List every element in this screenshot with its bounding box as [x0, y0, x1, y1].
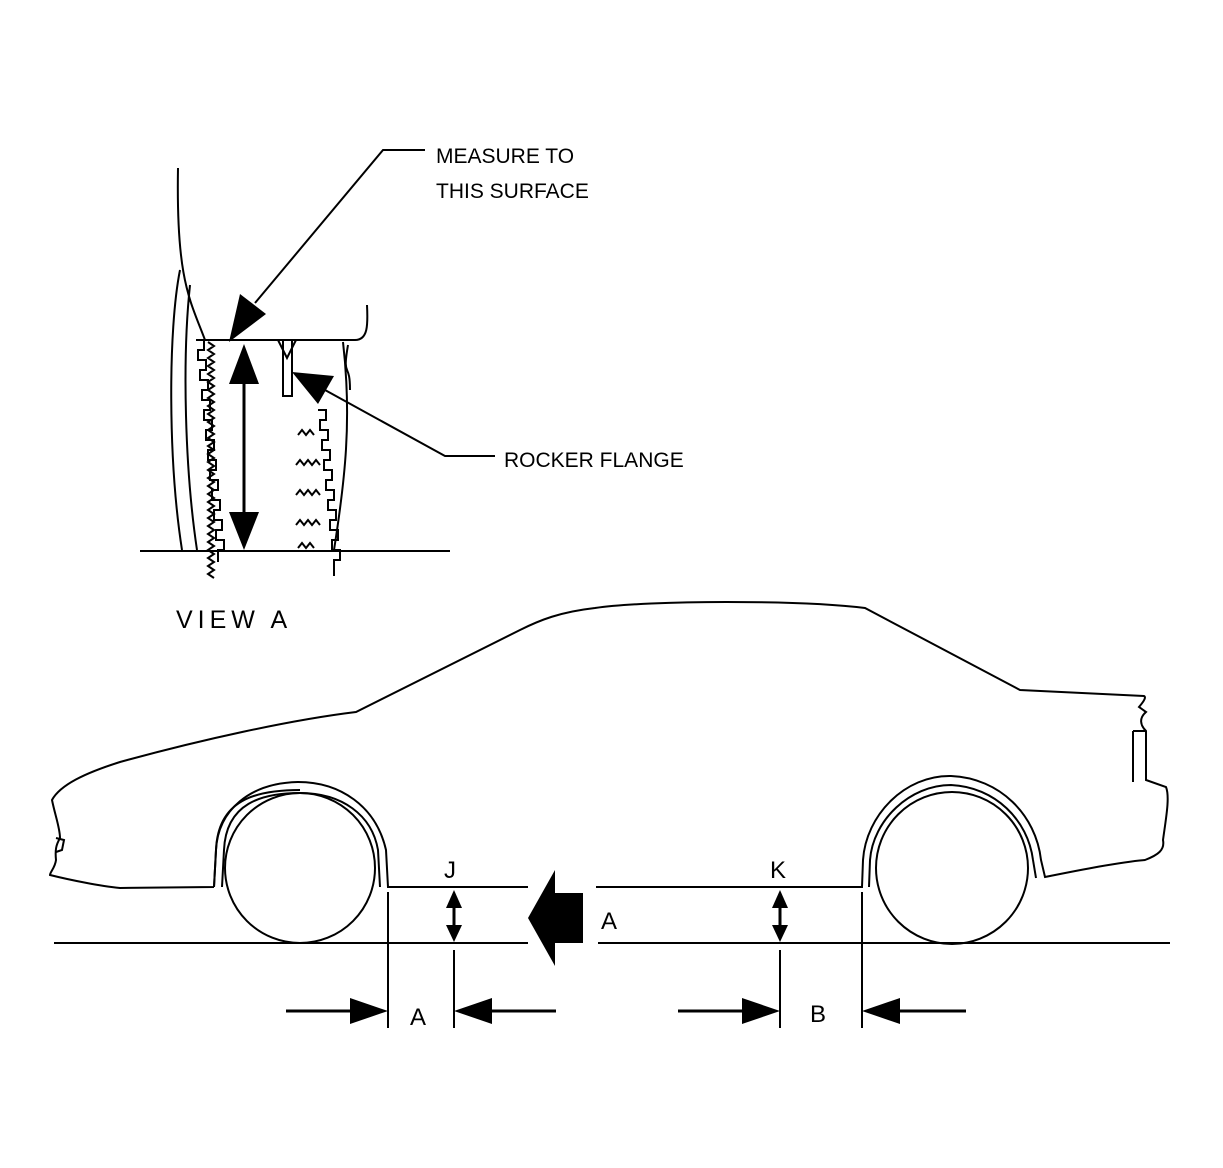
front-bumper-detail — [55, 837, 66, 853]
rear-wheel-arch-inner — [868, 783, 1037, 888]
inner-tire-sidewall — [333, 341, 349, 551]
dimension-a — [286, 892, 556, 1028]
inner-tire-teeth — [295, 428, 321, 550]
inner-tire-tread — [318, 409, 341, 576]
view-a-direction-arrow — [528, 870, 583, 966]
label-dimension-b: B — [810, 1001, 826, 1028]
view-a-measurement-arrow — [229, 344, 259, 550]
tire-sidewall-left — [176, 167, 206, 341]
tire-sidewall-inner — [184, 284, 198, 551]
inner-tire-sidewall-2 — [344, 344, 351, 391]
view-a-title: VIEW A — [176, 606, 292, 634]
rocker-flange-leader — [292, 372, 495, 457]
measure-label-line1: MEASURE TO — [436, 145, 574, 168]
label-dimension-a: A — [410, 1004, 426, 1031]
label-j: J — [444, 857, 456, 884]
measure-surface-leader — [229, 149, 425, 342]
label-k: K — [770, 857, 786, 884]
k-measurement-arrow — [772, 890, 788, 942]
dimension-b — [678, 892, 966, 1028]
vehicle-side-view: J K A A — [48, 601, 1170, 1031]
front-wheel — [224, 792, 376, 944]
tire-sidewall-outer — [170, 269, 183, 551]
front-wheel-arch — [213, 789, 301, 888]
taillight — [1132, 730, 1146, 782]
rear-wheel — [875, 791, 1029, 945]
tire-tread-left-edge — [206, 341, 216, 579]
rocker-panel — [196, 304, 369, 341]
measure-label-line2: THIS SURFACE — [436, 180, 589, 203]
label-view-arrow-a: A — [601, 908, 617, 935]
front-wheel-arch-inner — [221, 791, 381, 888]
vehicle-body-outline — [48, 601, 1169, 890]
rocker-flange-label: ROCKER FLANGE — [504, 449, 684, 472]
view-a-detail: MEASURE TO THIS SURFACE ROCKER FLANGE VI… — [140, 145, 684, 634]
j-measurement-arrow — [446, 890, 462, 942]
rocker-flange-part — [277, 339, 297, 397]
